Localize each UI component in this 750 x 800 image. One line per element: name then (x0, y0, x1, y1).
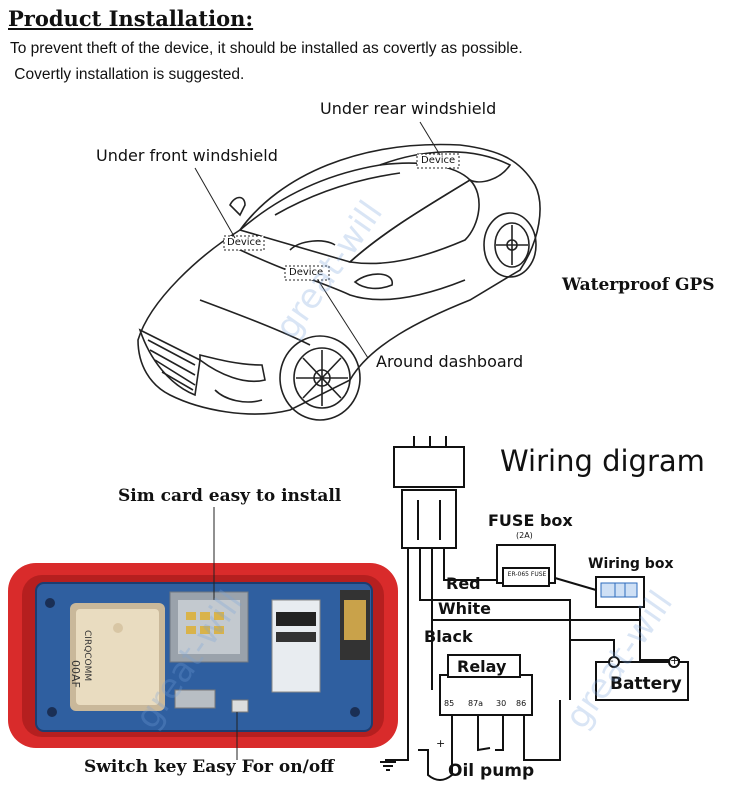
label-rear-windshield: Under rear windshield (320, 99, 497, 118)
relay-pin-87a: 87a (468, 699, 484, 708)
label-waterproof-gps: Waterproof GPS (562, 275, 715, 295)
oil-pump-label: Oil pump (448, 761, 535, 781)
pump-plus: + (436, 737, 446, 750)
relay-pin-86: 86 (516, 699, 527, 708)
relay-box (439, 674, 533, 716)
device-tag-dash: Device (289, 267, 324, 278)
intro-line-1: To prevent theft of the device, it shoul… (10, 40, 523, 57)
wire-white-label: White (438, 599, 492, 618)
battery-box (595, 661, 689, 701)
fuse-box-label: FUSE box (488, 511, 573, 530)
fuse-amp-label: (2A) (516, 531, 533, 540)
battery-label: Battery (610, 674, 682, 694)
label-switch-key: Switch key Easy For on/off (84, 757, 335, 777)
usb-port (174, 689, 216, 709)
label-front-windshield: Under front windshield (96, 146, 278, 165)
page-title: Product Installation: (8, 6, 254, 31)
label-around-dashboard: Around dashboard (376, 352, 524, 371)
label-sim-card: Sim card easy to install (118, 486, 342, 506)
power-switch (231, 699, 249, 713)
battery-minus: - (610, 656, 614, 667)
relay-pin-30: 30 (496, 699, 507, 708)
wire-red-label: Red (446, 574, 481, 593)
fuse-part-label: ER-065 FUSE (507, 571, 547, 578)
device-tag-front: Device (227, 237, 262, 248)
device-tag-rear: Device (421, 155, 456, 166)
relay-label: Relay (457, 657, 507, 676)
battery-plus: + (670, 654, 680, 667)
intro-line-2: Covertly installation is suggested. (10, 66, 245, 83)
wire-black-label: Black (424, 627, 473, 646)
wiring-title: Wiring digram (500, 444, 705, 478)
wiring-box-label: Wiring box (588, 556, 674, 572)
relay-pin-85: 85 (444, 699, 455, 708)
gps-antenna (76, 609, 159, 705)
